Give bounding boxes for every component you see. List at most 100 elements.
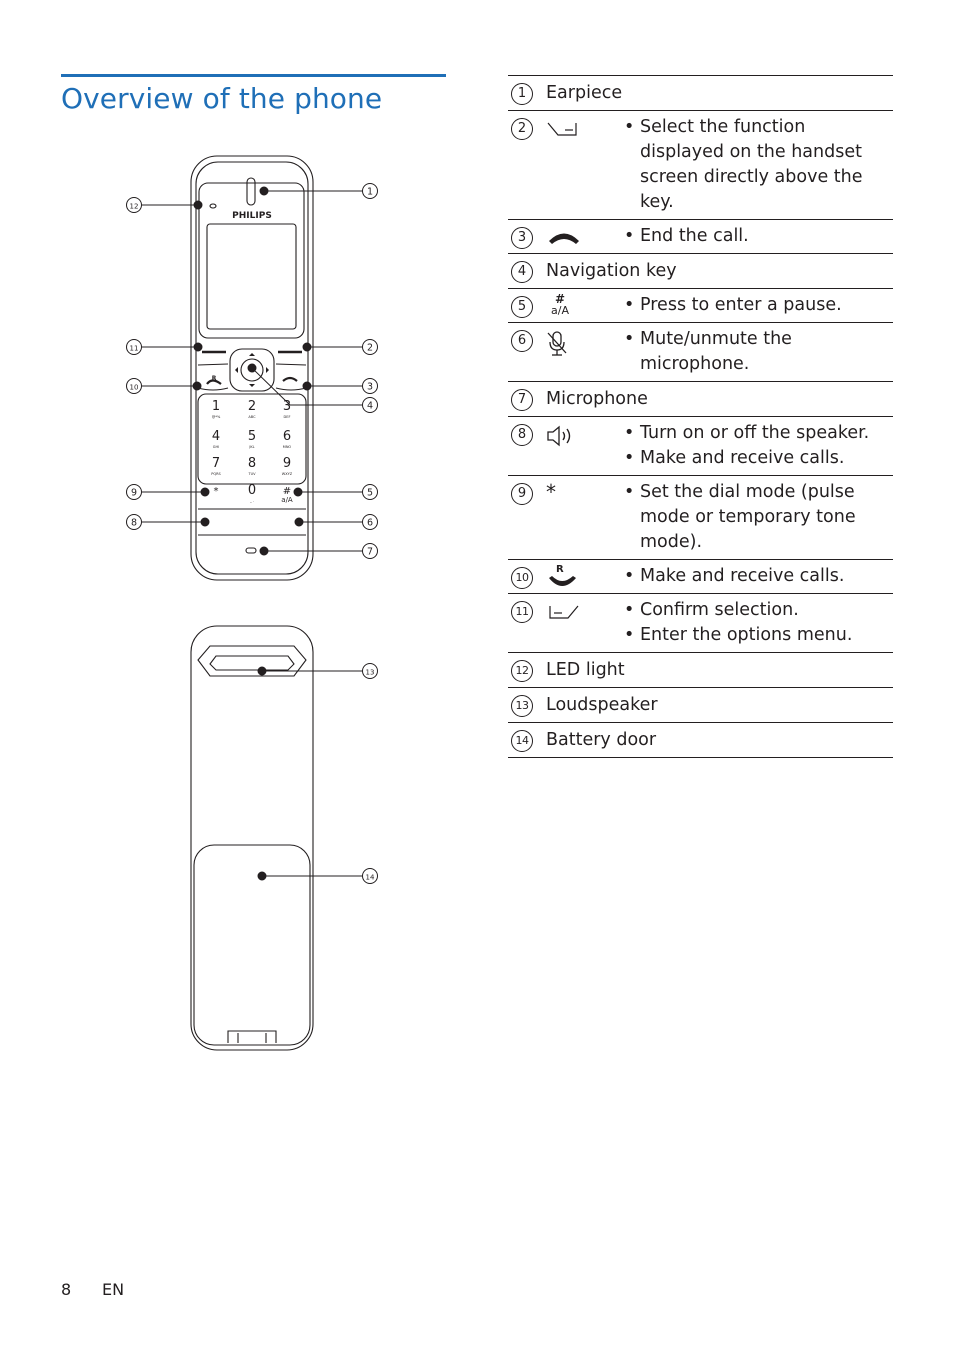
keypad-letters: JKL [248,445,254,449]
keypad-digit: 9 [283,456,291,471]
keypad-letters: TUV [247,472,256,476]
row-number: 2 [511,118,533,140]
table-row: 11 Confirm selection.Enter the options me… [508,594,893,653]
row-number: 10 [511,567,533,589]
battery-door [193,844,311,1046]
brand-logo: PHILIPS [232,211,272,221]
callout-number: 11 [130,344,139,352]
keypad-key: 0_ . [248,483,256,503]
keypad-letters: GHI [213,445,219,449]
row-number-cell: 2 [508,111,544,219]
left-softkey-icon [544,111,622,219]
callout-circle [126,197,142,213]
end-call-icon [544,220,622,253]
row-number: 9 [511,483,533,505]
part-description: Confirm selection.Enter the options menu… [622,594,893,652]
row-number-cell: 9 [508,476,544,559]
callout-number: 7 [367,546,373,557]
row-number: 11 [511,601,533,623]
table-row: 3 End the call. [508,220,893,254]
keypad-letters: DEF [284,415,291,419]
language-code: EN [102,1280,125,1299]
part-description: Set the dial mode (pulse mode or tempora… [622,476,893,559]
table-row: 10 R Make and receive calls. [508,560,893,594]
keypad-letters: WXYZ [282,472,293,476]
row-number-cell: 14 [508,723,544,757]
hash-key-icon: #a/A [544,289,622,322]
callout-number: 3 [367,381,373,392]
row-number-cell: 1 [508,76,544,110]
keypad-digit: 3 [283,399,291,414]
callout-circle [362,484,378,500]
keypad-digit: 7 [212,456,220,471]
callout-dot [193,342,203,352]
page-number: 8 [61,1280,72,1299]
keypad-letters: _ . [249,499,254,503]
callout-line [251,367,362,406]
callout-dot [302,381,312,391]
row-number: 5 [511,296,533,318]
row-number: 8 [511,424,533,446]
r-symbol: R [556,564,564,575]
row-number-cell: 12 [508,653,544,687]
speaker-icon [544,417,622,475]
description-item: End the call. [622,224,887,249]
callout-circle [126,484,142,500]
callout-number: 4 [367,400,373,411]
keypad-digit: 1 [212,399,220,414]
callout-circle [362,378,378,394]
callout-circle [362,397,378,413]
part-description: Make and receive calls. [622,560,893,593]
star-symbol: * [546,480,556,504]
phone-diagram: PHILIPS R 1@*%2ABC3DEF4GHI5JKL6MNO7PQRS8… [126,155,378,1051]
callout-number: 1 [367,186,373,197]
part-label: Microphone [546,389,648,409]
r-key-label: R [212,375,217,382]
handset-front [190,155,314,581]
keypad: 1@*%2ABC3DEF4GHI5JKL6MNO7PQRS8TUV9WXYZ*0… [211,399,293,504]
hash-symbol: # [554,292,566,306]
end-key [282,376,298,382]
row-number-cell: 5 [508,289,544,322]
keypad-digit: 8 [248,456,256,471]
navigation-key [229,348,275,392]
row-number: 3 [511,227,533,249]
callout-number: 9 [131,487,137,498]
description-item: Enter the options menu. [622,623,887,648]
keypad-digit: # [283,486,291,497]
callout-number: 5 [367,487,373,498]
keypad-letters: ABC [248,415,256,419]
keypad-digit: 0 [248,483,256,498]
description-item: Press to enter a pause. [622,293,887,318]
row-number-cell: 4 [508,254,544,288]
row-number: 13 [511,695,533,717]
callout-dot [259,546,269,556]
loudspeaker [197,645,307,677]
row-number: 14 [511,730,533,752]
keypad-letters: a/A [281,496,293,504]
keypad-key: #a/A [281,486,293,504]
callout-circle [362,514,378,530]
row-number: 1 [511,83,533,105]
callout-circle [126,378,142,394]
row-number: 4 [511,261,533,283]
page-title: Overview of the phone [61,82,383,115]
keypad-letters: @*% [212,415,221,419]
callout-number: 6 [367,517,373,528]
microphone [245,547,257,554]
table-row: 8 Turn on or off the speaker.Make and rec… [508,417,893,476]
callout-dot [257,666,267,676]
keypad-digit: 4 [212,429,220,444]
part-description: Turn on or off the speaker.Make and rece… [622,417,893,475]
callout-dot [192,381,202,391]
callout-circle [362,183,378,199]
